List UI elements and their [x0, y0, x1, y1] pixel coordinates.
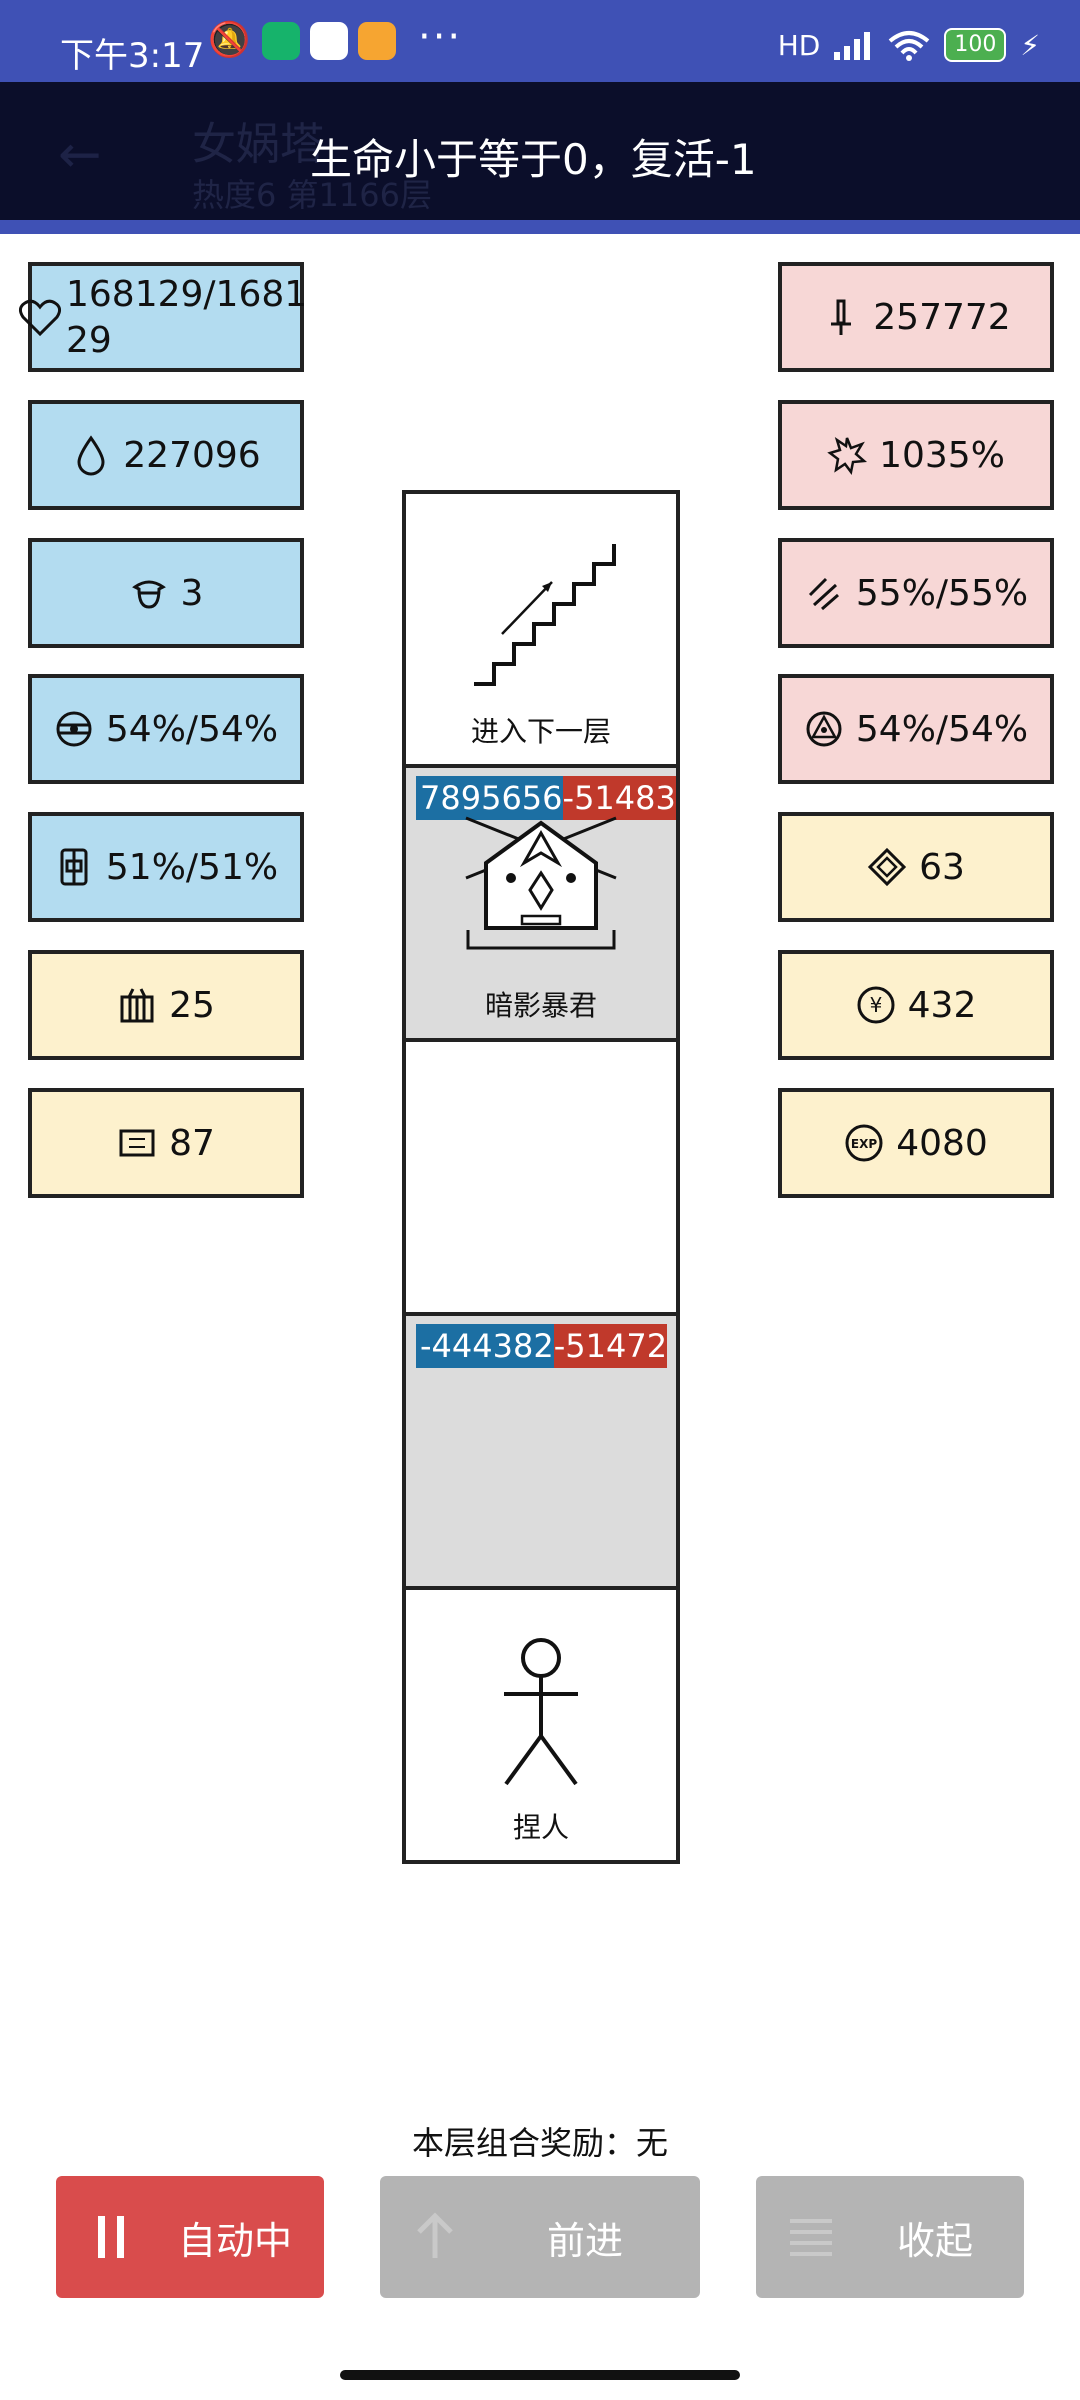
player-label: 捏人 — [512, 1811, 569, 1844]
stat-defense-ratio: 54%/54% — [28, 674, 304, 784]
back-arrow-icon[interactable]: ← — [58, 125, 102, 185]
tower-cell-boss[interactable]: 7895656 -51483 暗影暴君 — [402, 764, 680, 1042]
enemy-hp-bar: -444382 -51472 — [416, 1324, 668, 1368]
diamond-icon — [867, 847, 907, 887]
stat-coin: ¥ 432 — [778, 950, 1054, 1060]
tower-cell-empty[interactable] — [402, 1038, 680, 1316]
heart-icon — [18, 299, 62, 337]
signal-bars-icon — [834, 32, 871, 60]
battery-icon: 100 — [944, 28, 1007, 62]
stat-mana-value: 227096 — [123, 434, 261, 476]
home-indicator[interactable] — [340, 2370, 740, 2380]
stat-gem-value: 63 — [919, 846, 965, 888]
stat-gem: 63 — [778, 812, 1054, 922]
tower-cell-player[interactable]: 捏人 — [402, 1586, 680, 1864]
collapse-button[interactable]: 收起 — [756, 2176, 1024, 2298]
forward-button[interactable]: 前进 — [380, 2176, 700, 2298]
stat-box: 25 — [28, 950, 304, 1060]
toast-message: 生命小于等于0，复活-1 — [310, 135, 757, 184]
stat-defense-ratio-value: 54%/54% — [105, 708, 279, 750]
stat-crit: 1035% — [778, 400, 1054, 510]
stat-scroll: 87 — [28, 1088, 304, 1198]
stairs-icon — [474, 544, 616, 686]
stat-helmet-value: 3 — [180, 572, 204, 614]
scroll-icon — [119, 1129, 155, 1157]
status-time: 下午3:17 — [60, 36, 205, 76]
app-bar: ← 女娲塔 热度6 第1166层 生命小于等于0，复活-1 — [0, 82, 1080, 220]
collapse-button-label: 收起 — [896, 2218, 973, 2263]
boss-label: 暗影暴君 — [484, 989, 597, 1022]
arrow-up-icon — [380, 2212, 490, 2262]
forward-button-label: 前进 — [546, 2218, 623, 2263]
stat-penetration-value: 54%/54% — [855, 708, 1029, 750]
boss-hp-left: 7895656 — [416, 776, 563, 820]
status-bar: 下午3:17 🔕 ··· HD 100 ⚡ — [0, 0, 1080, 82]
qq-app-icon — [310, 22, 348, 60]
svg-text:EXP: EXP — [851, 1137, 877, 1151]
pause-icon — [56, 2212, 166, 2262]
stat-slash-value: 55%/55% — [855, 572, 1029, 614]
triangle-orb-icon — [806, 711, 842, 747]
stat-scroll-value: 87 — [169, 1122, 215, 1164]
stat-attack: 257772 — [778, 262, 1054, 372]
enemy-hp-right: -51472 — [553, 1324, 668, 1368]
burst-icon — [827, 437, 868, 475]
stat-box-value: 25 — [169, 984, 215, 1026]
stat-hp: 168129/168129 — [18, 262, 307, 372]
stat-armor-value: 51%/51% — [105, 846, 279, 888]
stick-figure-icon — [504, 1638, 578, 1786]
floor-bonus-text: 本层组合奖励：无 — [411, 2124, 668, 2162]
slash-icon — [808, 577, 839, 611]
stat-coin-value: 432 — [907, 984, 977, 1026]
stat-attack-value: 257772 — [873, 296, 1011, 338]
shield-orb-icon — [56, 711, 92, 747]
drop-icon — [77, 435, 105, 476]
more-notifications-icon: ··· — [418, 14, 463, 60]
stairs-label: 进入下一层 — [470, 715, 611, 748]
coin-icon: ¥ — [857, 986, 895, 1024]
auto-button-label: 自动中 — [177, 2218, 292, 2263]
sword-icon — [831, 299, 852, 335]
box-icon — [120, 988, 154, 1023]
stat-helmet: 3 — [28, 538, 304, 648]
security-app-icon — [262, 22, 300, 60]
boss-hp-bar: 7895656 -51483 — [416, 776, 676, 820]
stat-exp-value: 4080 — [896, 1122, 988, 1164]
boss-hp-right: -51483 — [562, 776, 676, 820]
stat-crit-value: 1035% — [879, 434, 1005, 476]
menu-lines-icon — [756, 2215, 866, 2259]
wifi-icon — [889, 31, 930, 61]
stat-penetration: 54%/54% — [778, 674, 1054, 784]
charging-icon: ⚡ — [1020, 28, 1040, 62]
auto-button[interactable]: 自动中 — [56, 2176, 324, 2298]
app-bar-divider — [0, 220, 1080, 234]
tyrant-icon — [465, 816, 617, 950]
exp-icon: EXP — [845, 1124, 883, 1162]
page-subtitle: 热度6 第1166层 — [192, 176, 432, 214]
stat-hp-value: 168129/168129 — [66, 274, 308, 361]
notes-app-icon — [358, 22, 396, 60]
stat-slash: 55%/55% — [778, 538, 1054, 648]
mute-bell-icon: 🔕 — [208, 20, 251, 60]
tower-cell-stairs[interactable]: 进入下一层 — [402, 490, 680, 768]
enemy-hp-left: -444382 — [416, 1324, 554, 1368]
stat-mana: 227096 — [28, 400, 304, 510]
status-right: HD 100 ⚡ — [778, 28, 1040, 62]
armor-icon — [60, 848, 88, 886]
page-title: 女娲塔 — [192, 119, 324, 170]
stat-armor: 51%/51% — [28, 812, 304, 922]
signal-icon: HD — [777, 28, 821, 62]
tower-cell-enemy[interactable]: -444382 -51472 — [402, 1312, 680, 1590]
stat-exp: EXP 4080 — [778, 1088, 1054, 1198]
svg-text:¥: ¥ — [869, 993, 882, 1017]
helmet-icon — [131, 580, 166, 609]
